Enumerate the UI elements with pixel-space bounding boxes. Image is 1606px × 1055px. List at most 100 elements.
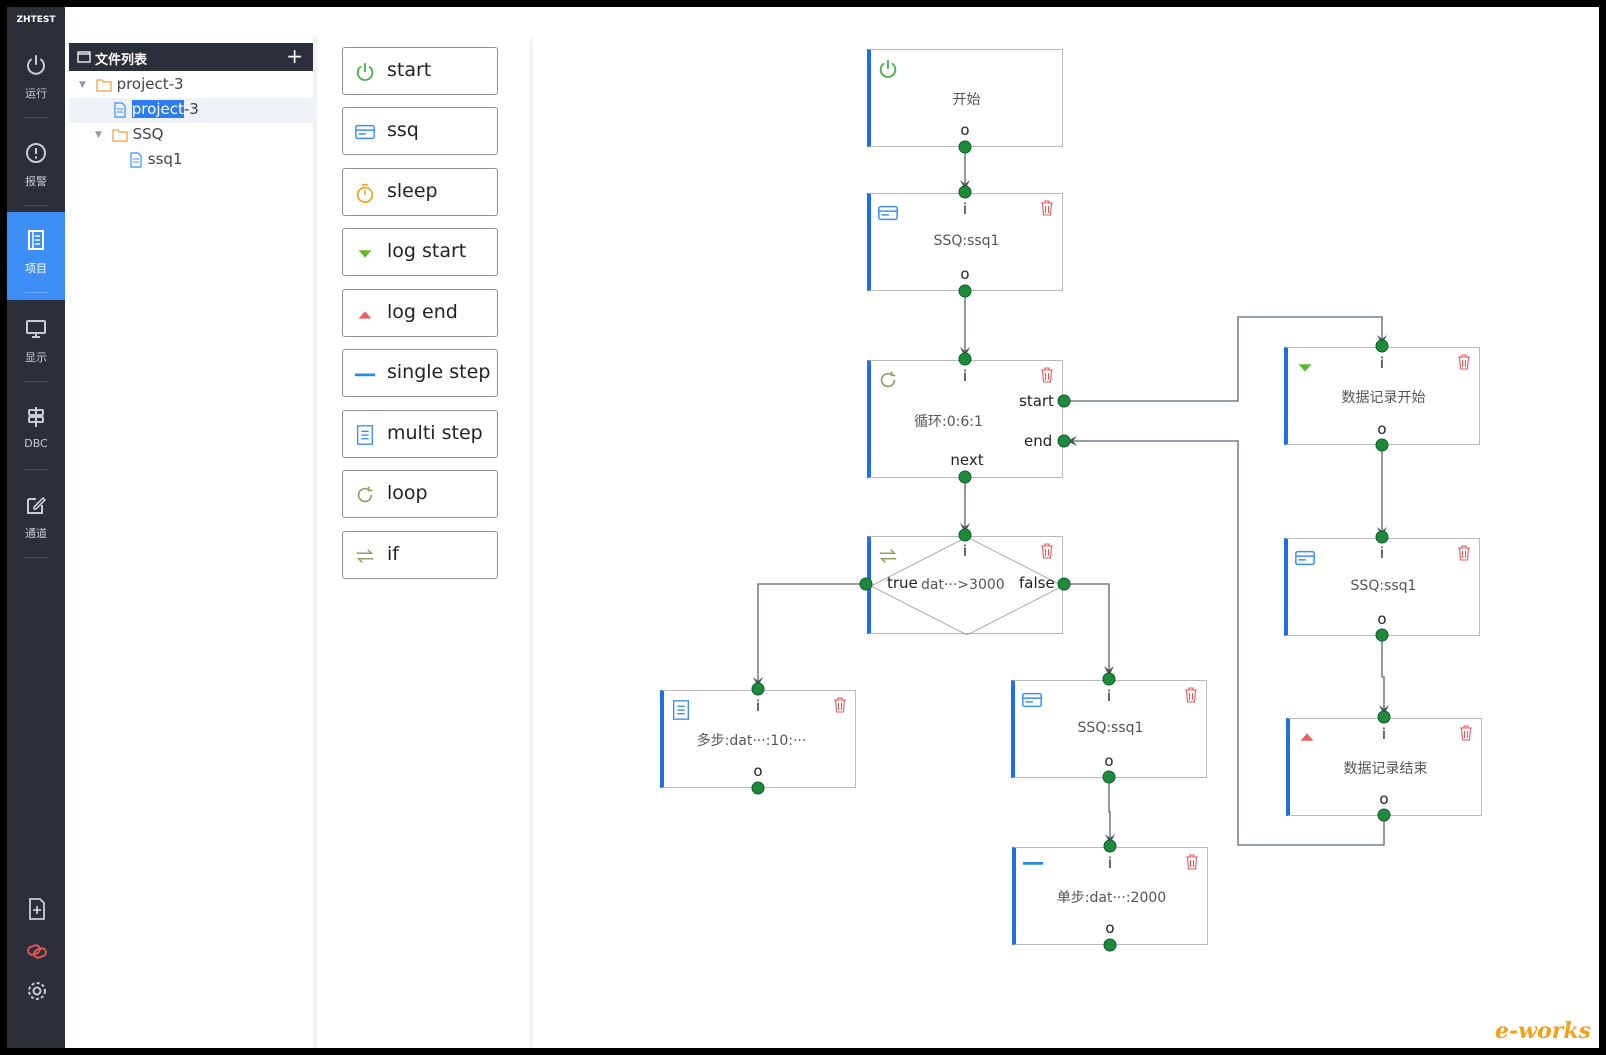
list-icon [356,425,374,445]
palette-if-button[interactable]: if [342,531,498,579]
flow-node-start[interactable]: 开始 [867,49,1063,147]
trash-icon[interactable] [833,697,847,713]
node-title: 数据记录开始 [1341,390,1426,406]
port-label: o [753,762,763,780]
output-port[interactable] [1103,938,1117,952]
port-label: o [960,121,970,139]
loop-next-port[interactable] [958,470,972,484]
input-port[interactable] [1377,710,1391,724]
port-label: i [1379,544,1385,562]
switch-icon [879,549,897,563]
tree-item-folder[interactable]: ▼ SSQ [95,125,163,149]
diamond-shape [871,537,1063,635]
palette-log-end-button[interactable]: log end [342,289,498,337]
top-bar [65,7,1599,37]
power-icon [27,55,45,75]
nav-alarm-label: 报警 [25,175,47,188]
flow-node-multi-step[interactable]: 多步:dat···:10:··· [660,690,856,788]
if-true-port[interactable] [859,577,873,591]
gear-icon[interactable] [25,979,49,1003]
file-icon [130,151,142,168]
palette-sleep-button[interactable]: sleep [342,168,498,216]
tree-selected-row [69,98,313,123]
input-port[interactable] [751,682,765,696]
folder-icon [112,128,128,142]
node-title: SSQ:ssq1 [1077,720,1144,736]
trash-icon[interactable] [1040,367,1054,383]
port-label: o [1379,790,1389,808]
app-window: ZHTEST 运行 报警 项目 显示 DBC 通道 [7,7,1599,1048]
nav-divider [23,117,49,118]
file-add-icon[interactable] [25,897,49,921]
trash-icon[interactable] [1184,687,1198,703]
node-title: SSQ:ssq1 [933,233,1000,249]
flow-node-if[interactable]: dat···>3000 [867,536,1063,635]
flow-node-log-end[interactable]: 数据记录结束 [1286,718,1482,816]
palette-log-start-button[interactable]: log start [342,228,498,276]
palette-loop-button[interactable]: loop [342,470,498,518]
output-port[interactable] [958,140,972,154]
trash-icon[interactable] [1459,725,1473,741]
output-port[interactable] [1375,628,1389,642]
trash-icon[interactable] [1457,545,1471,561]
input-port[interactable] [1375,339,1389,353]
output-port[interactable] [751,781,765,795]
input-port[interactable] [1103,839,1117,853]
palette-label: loop [387,482,428,504]
input-port[interactable] [1102,672,1116,686]
flow-node-single-step[interactable]: 单步:dat···:2000 [1012,847,1208,945]
loop-start-port[interactable] [1057,394,1071,408]
loop-end-port[interactable] [1057,434,1071,448]
card-icon [878,205,898,221]
monitor-icon [26,320,46,338]
card-icon [355,124,375,140]
nav-run[interactable]: 运行 [7,37,65,127]
output-port[interactable] [1375,438,1389,452]
nav-dbc[interactable]: DBC [7,389,65,479]
flow-canvas[interactable]: 开始 o SSQ:ssq1 i o 循环:0:6:1 i start end n… [533,37,1599,1048]
flow-node-ssq[interactable]: SSQ:ssq1 [867,193,1063,291]
input-port[interactable] [958,185,972,199]
palette-multi-step-button[interactable]: multi step [342,410,498,458]
nav-channel[interactable]: 通道 [7,477,65,567]
tree-item-folder[interactable]: ▼ project-3 [79,75,184,99]
flow-node-ssq[interactable]: SSQ:ssq1 [1011,680,1207,778]
flow-node-loop[interactable]: 循环:0:6:1 [867,360,1063,478]
port-label: o [1377,610,1387,628]
folder-icon [96,78,112,92]
port-label: i [1379,354,1385,372]
output-port[interactable] [1102,770,1116,784]
output-port[interactable] [1377,808,1391,822]
tree-item-file[interactable]: project-3 [113,100,199,124]
input-port[interactable] [958,528,972,542]
document-icon [28,230,44,250]
nav-divider [23,469,49,470]
trash-icon[interactable] [1457,354,1471,370]
input-port[interactable] [958,352,972,366]
palette-label: if [387,543,399,565]
input-port[interactable] [1375,530,1389,544]
if-false-port[interactable] [1057,577,1071,591]
connection-wires [753,147,1389,846]
link-icon[interactable] [25,939,49,963]
output-port[interactable] [958,284,972,298]
node-title: 数据记录结束 [1343,761,1428,777]
palette-start-button[interactable]: start [342,47,498,95]
nav-display[interactable]: 显示 [7,301,65,391]
trash-icon[interactable] [1040,200,1054,216]
trash-icon[interactable] [1040,543,1054,559]
flow-node-log-start[interactable]: 数据记录开始 [1284,347,1480,445]
tree-item-file[interactable]: ssq1 [129,150,182,174]
add-file-button[interactable]: + [286,44,303,68]
palette-ssq-button[interactable]: ssq [342,107,498,155]
trash-icon[interactable] [1185,854,1199,870]
node-palette: start ssq sleep log start log end single… [317,37,530,1048]
triangle-down-icon [358,250,372,258]
flow-node-ssq[interactable]: SSQ:ssq1 [1284,538,1480,636]
nav-project[interactable]: 项目 [7,212,65,300]
nav-alarm[interactable]: 报警 [7,125,65,215]
node-title: 循环:0:6:1 [914,414,983,430]
palette-single-step-button[interactable]: single step [342,349,498,397]
port-label: i [1106,687,1112,705]
palette-label: sleep [387,180,438,202]
